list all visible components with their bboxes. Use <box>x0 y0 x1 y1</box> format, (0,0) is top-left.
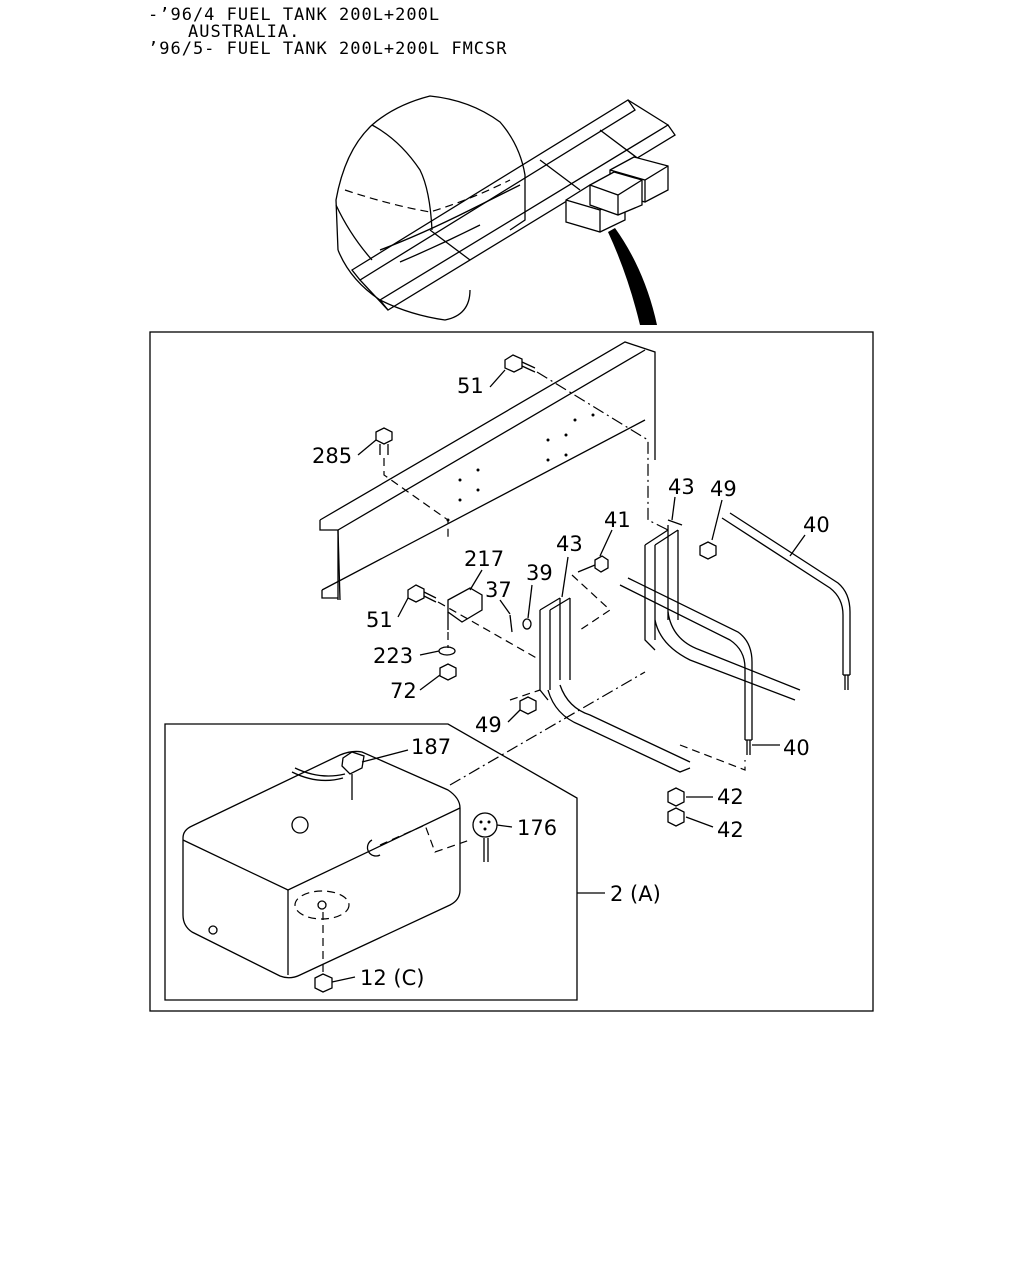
header-line-1: -’96/4 FUEL TANK 200L+200L <box>148 5 441 25</box>
label-42-lower: 42 <box>717 818 744 842</box>
tank-subbox <box>164 723 578 1001</box>
label-72: 72 <box>390 679 417 703</box>
bar-40-upper <box>721 512 851 690</box>
detail-pointer-arrow <box>608 228 657 325</box>
label-42-upper: 42 <box>717 785 744 809</box>
label-217: 217 <box>464 547 504 571</box>
rail-holes <box>446 413 595 522</box>
bolt-51-lower <box>407 584 437 603</box>
label-41: 41 <box>604 508 631 532</box>
washer-39 <box>522 618 532 630</box>
bolt-285 <box>375 427 393 455</box>
label-285: 285 <box>312 444 352 468</box>
nut-49-upper <box>699 541 717 560</box>
label-176: 176 <box>517 816 557 840</box>
label-51-lower: 51 <box>366 608 393 632</box>
nut-42-upper <box>667 787 685 807</box>
bracket-43-right <box>644 519 683 651</box>
bracket-217 <box>447 587 483 630</box>
bolt-51-top <box>504 354 536 373</box>
nut-72 <box>439 663 457 681</box>
label-2a: 2 (A) <box>610 882 661 906</box>
bolt-41 <box>577 555 609 573</box>
drain-plug-12 <box>314 973 333 993</box>
bracket-43-left <box>539 597 571 701</box>
fuel-tank <box>182 750 461 979</box>
label-39: 39 <box>526 561 553 585</box>
nut-42-lower <box>667 807 685 827</box>
detail-box <box>149 331 874 1012</box>
pin-37 <box>509 614 513 633</box>
washer-223 <box>438 646 456 656</box>
header-line-2: AUSTRALIA. <box>188 22 301 42</box>
label-49-lower: 49 <box>475 713 502 737</box>
label-40-upper: 40 <box>803 513 830 537</box>
filler-cap-187 <box>341 751 365 800</box>
label-43-upper: 43 <box>668 475 695 499</box>
header-line-3: ’96/5- FUEL TANK 200L+200L FMCSR <box>148 39 508 59</box>
leader-lines <box>331 369 806 983</box>
label-51-top: 51 <box>457 374 484 398</box>
truck-overview <box>335 95 676 325</box>
label-37: 37 <box>485 578 512 602</box>
label-49-upper: 49 <box>710 477 737 501</box>
tank-bands <box>547 577 801 773</box>
frame-rail <box>319 341 656 601</box>
label-12c: 12 (C) <box>360 966 424 990</box>
label-40-lower: 40 <box>783 736 810 760</box>
label-43-lower: 43 <box>556 532 583 556</box>
label-187: 187 <box>411 735 451 759</box>
label-223: 223 <box>373 644 413 668</box>
gauge-unit-176 <box>472 812 498 862</box>
nut-49-lower <box>519 696 537 715</box>
